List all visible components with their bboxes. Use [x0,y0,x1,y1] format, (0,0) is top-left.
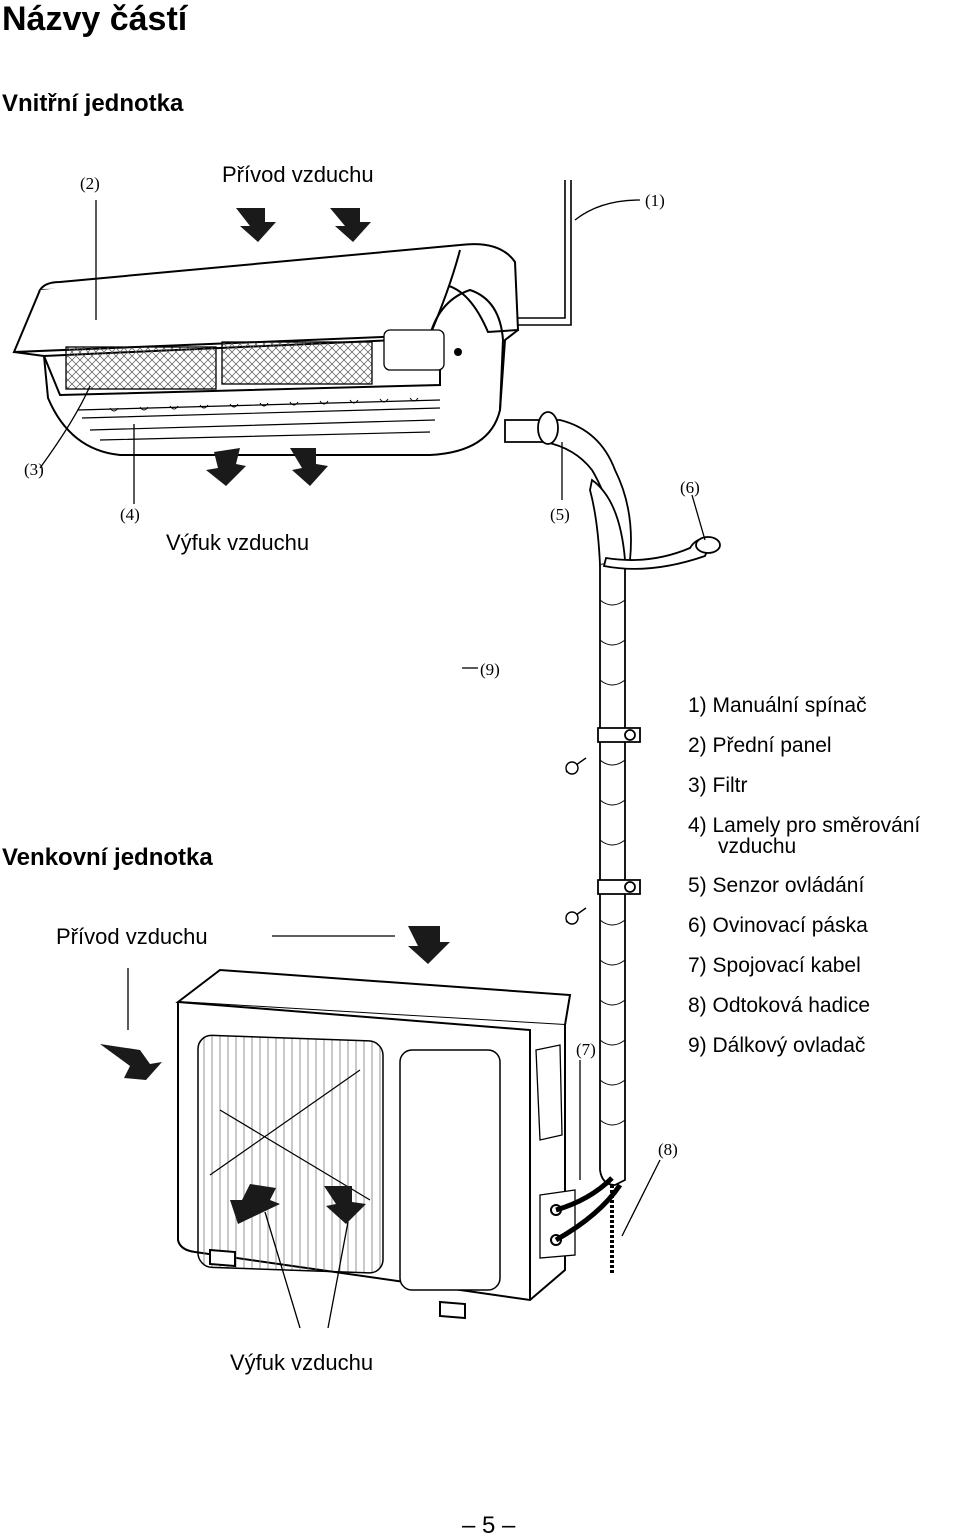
indoor-outlet-arrows [206,448,328,486]
indoor-intake-arrows [236,208,371,242]
control-sensor [383,329,445,371]
callout-7: (7) [576,1040,596,1059]
manual-switch-cable [518,180,572,326]
louvers [77,399,441,441]
outdoor-air-outlet-label: Výfuk vzduchu [230,1350,374,1375]
callout-2: (2) [80,174,100,193]
indoor-unit [12,243,520,456]
legend-item-continuation: vzduchu [718,835,797,858]
outdoor-air-intake-label: Přívod vzduchu [56,924,208,949]
outdoor-unit [175,968,576,1320]
callout-5: (5) [550,505,570,524]
page-number-dash: – [462,1512,483,1539]
page-number-dash: – [495,1512,516,1539]
legend-item: 2) Přední panel [688,734,832,757]
legend-item: 4) Lamely pro směrování [688,814,921,837]
parts-legend: 1) Manuální spínač 2) Přední panel 3) Fi… [688,686,958,1066]
legend-item: 1) Manuální spínač [688,694,867,717]
callout-6: (6) [680,478,700,497]
page-number: – 5 – [462,1512,515,1540]
legend-item: 7) Spojovací kabel [688,954,861,977]
indoor-air-outlet-label: Výfuk vzduchu [166,530,310,555]
outdoor-unit-heading: Venkovní jednotka [2,844,213,871]
outdoor-intake-arrows [100,926,450,1080]
callout-4: (4) [120,505,140,524]
legend-item: 3) Filtr [688,774,748,797]
outdoor-outlet-arrows [230,1184,366,1224]
legend-item: 9) Dálkový ovladač [688,1034,866,1057]
legend-item: 6) Ovinovací páska [688,914,868,937]
indoor-air-intake-label: Přívod vzduchu [222,162,374,187]
callout-3: (3) [24,460,44,479]
callout-1: (1) [645,191,665,210]
page-title: Názvy částí [2,0,188,38]
indoor-unit-heading: Vnitřní jednotka [2,90,184,117]
legend-item: 8) Odtoková hadice [688,994,871,1017]
legend-item: 5) Senzor ovládání [688,874,865,897]
filter [65,346,217,390]
page-number-value: 5 [482,1512,496,1539]
callout-9: (9) [480,660,500,679]
connecting-pipe [504,411,641,1186]
callout-leaders [39,199,706,1329]
fan-grille [197,1034,384,1274]
callout-8: (8) [658,1140,678,1159]
screw-icon [565,757,587,925]
